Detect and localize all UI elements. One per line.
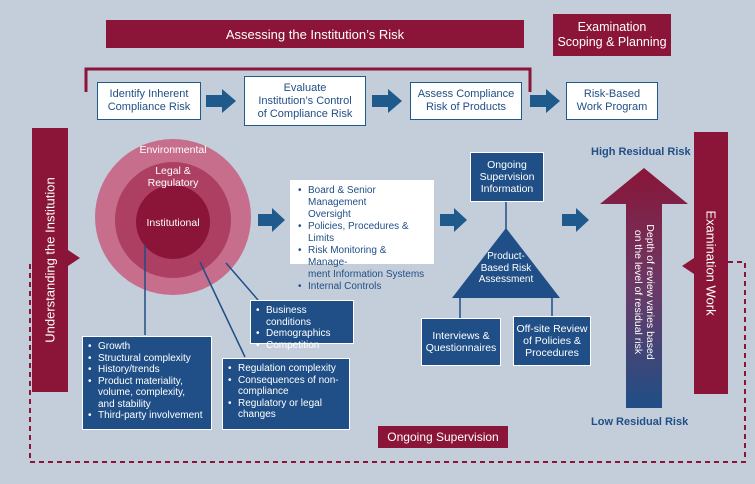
- controls-item: Risk Monitoring & Manage-ment Informatio…: [298, 245, 428, 281]
- inst-factor-item: Third-party involvement: [88, 410, 205, 422]
- arrow-right-icon: [440, 208, 467, 232]
- product-based-risk-triangle: [452, 228, 560, 298]
- step-evaluate-line1: Evaluate: [283, 81, 327, 94]
- ongoing-supervision-banner: Ongoing Supervision: [378, 426, 508, 448]
- controls-item: Policies, Procedures & Limits: [298, 221, 428, 245]
- interviews-box: Interviews & Questionnaires: [421, 318, 501, 366]
- assessing-risk-label: Assessing the Institution’s Risk: [225, 26, 405, 42]
- middle-arrows: [258, 208, 589, 232]
- inst-factor-item: Structural complexity: [88, 353, 205, 365]
- offsite-line2: of Policies &: [523, 335, 581, 347]
- institutional-label: Institutional: [146, 217, 200, 229]
- depth-line2: on the level of residual risk: [632, 229, 644, 355]
- institutional-circle: [136, 185, 210, 259]
- assessing-bracket: [84, 67, 532, 92]
- step-identify-line1: Identify Inherent: [109, 88, 189, 100]
- exam-scoping-line2: Scoping & Planning: [557, 35, 667, 49]
- step-evaluate-line3: of Compliance Risk: [257, 107, 353, 120]
- offsite-line3: Procedures: [525, 347, 579, 359]
- reg-factor-item: Regulation complexity: [228, 363, 343, 375]
- ongoing-info-line2: Supervision: [479, 171, 535, 183]
- step-assess-line2: Risk of Products: [425, 101, 507, 113]
- env-factor-item: Business conditions: [256, 305, 347, 328]
- step-work-program: Risk-Based Work Program: [566, 82, 658, 120]
- ongoing-info-line1: Ongoing: [487, 159, 527, 171]
- depth-line1: Depth of review varies based: [644, 224, 656, 360]
- legal-label-line2: Regulatory: [147, 177, 199, 189]
- connector-lines: [144, 245, 259, 358]
- offsite-review-box: Off-site Review of Policies & Procedures: [513, 316, 591, 366]
- step-evaluate-line2: Institution’s Control: [258, 94, 352, 107]
- env-factor-item: Competition: [256, 340, 347, 352]
- step-work-program-line1: Risk-Based: [583, 88, 641, 100]
- interviews-line2: Questionnaires: [425, 342, 497, 354]
- triangle-connectors: [459, 298, 553, 318]
- offsite-line1: Off-site Review: [516, 323, 588, 335]
- understanding-institution-label: Understanding the Institution: [42, 177, 58, 343]
- arrow-right-icon: [258, 208, 285, 232]
- examination-work-banner: Examination Work: [694, 132, 728, 394]
- step-identify-line2: Compliance Risk: [107, 101, 191, 113]
- step-evaluate-control: Evaluate Institution’s Control of Compli…: [244, 76, 366, 126]
- controls-item: Internal Controls: [298, 281, 428, 293]
- env-factor-item: Demographics: [256, 328, 347, 340]
- residual-risk-arrow: [600, 168, 688, 408]
- exam-scoping-banner: Examination Scoping & Planning: [553, 14, 671, 56]
- assessing-risk-banner: Assessing the Institution’s Risk: [106, 20, 524, 48]
- low-residual-risk-label: Low Residual Risk: [591, 416, 689, 428]
- examination-work-label: Examination Work: [703, 210, 719, 316]
- top-row-arrows: [206, 89, 560, 113]
- risk-circles: [95, 139, 251, 295]
- exam-scoping-line1: Examination: [577, 20, 647, 34]
- step-assess-products: Assess Compliance Risk of Products: [410, 82, 522, 120]
- legal-label-line1: Legal &: [155, 165, 191, 177]
- arrow-right-icon: [206, 89, 236, 113]
- inst-factor-item: History/trends: [88, 364, 205, 376]
- ongoing-supervision-info-box: Ongoing Supervision Information: [470, 152, 544, 202]
- understanding-institution-banner: Understanding the Institution: [32, 128, 68, 392]
- environmental-label: Environmental: [139, 144, 207, 156]
- regulatory-factors-box: Regulation complexity Consequences of no…: [222, 358, 350, 430]
- reg-factor-item: Consequences of non-compliance: [228, 375, 343, 398]
- step-work-program-line2: Work Program: [576, 101, 648, 113]
- inst-factor-item: Product materiality,volume, complexity,a…: [88, 376, 205, 411]
- arrow-right-icon: [372, 89, 402, 113]
- interviews-line1: Interviews &: [432, 330, 490, 342]
- arrow-right-icon: [562, 208, 589, 232]
- understanding-pointer: [68, 250, 80, 266]
- ongoing-info-line3: Information: [480, 183, 534, 195]
- high-residual-risk-label: High Residual Risk: [591, 146, 691, 158]
- step-identify-inherent-risk: Identify Inherent Compliance Risk: [97, 82, 201, 120]
- legal-regulatory-label: Legal & Regulatory: [123, 165, 223, 189]
- examination-pointer: [682, 258, 694, 274]
- institutional-factors-box: Growth Structural complexity History/tre…: [82, 336, 212, 430]
- ongoing-supervision-label: Ongoing Supervision: [387, 430, 499, 444]
- environmental-factors-box: Business conditions Demographics Competi…: [250, 300, 354, 351]
- arrow-right-icon: [530, 89, 560, 113]
- product-based-risk-label: Product- Based Risk Assessment: [478, 251, 534, 285]
- step-assess-line1: Assess Compliance: [417, 88, 515, 100]
- inst-factor-item: Growth: [88, 341, 205, 353]
